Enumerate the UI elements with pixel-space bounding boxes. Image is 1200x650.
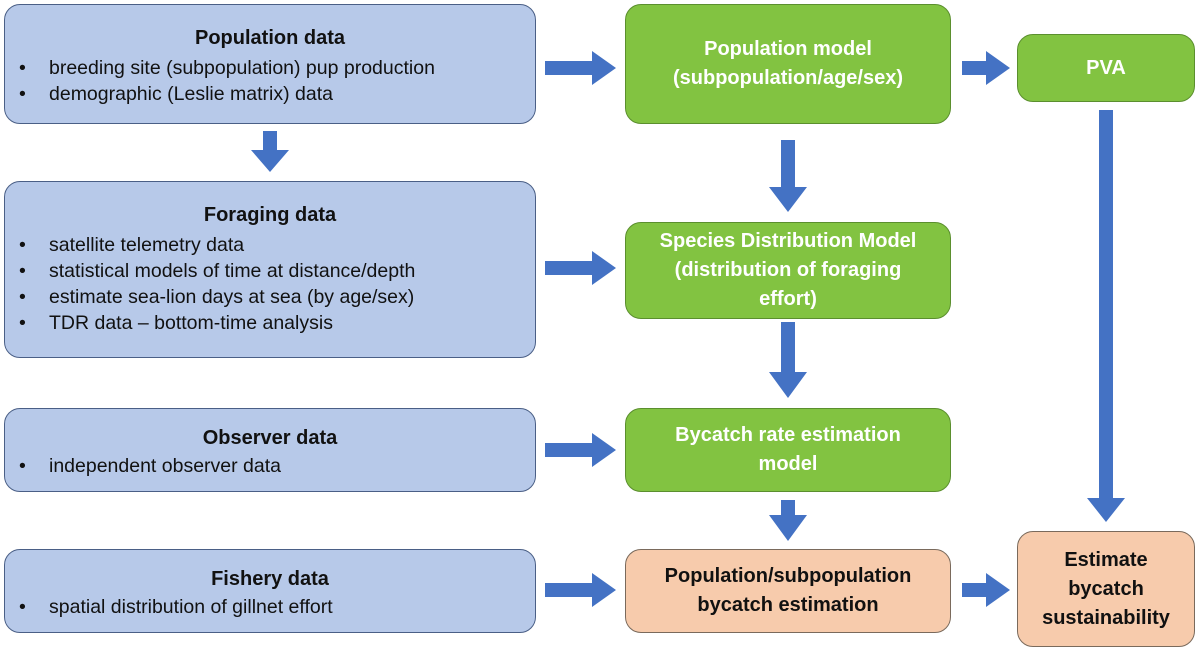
arrow-estimation-to-sustainability (962, 573, 1010, 607)
arrow-model-to-sdm (769, 140, 807, 212)
arrow-bycatch-rate-to-estimation (769, 500, 807, 541)
sdm-line2: (distribution of foraging (674, 259, 902, 281)
bycatch-rate-line1: Bycatch rate estimation (675, 424, 901, 446)
population-model-box: Population model (subpopulation/age/sex) (625, 4, 951, 124)
bycatch-rate-line2: model (758, 453, 818, 475)
list-item: breeding site (subpopulation) pup produc… (19, 55, 535, 81)
population-data-box: Population data breeding site (subpopula… (4, 4, 536, 124)
list-item: TDR data – bottom-time analysis (19, 310, 535, 336)
population-model-line2: (subpopulation/age/sex) (672, 67, 904, 89)
population-model-line1: Population model (704, 38, 872, 60)
list-item: spatial distribution of gillnet effort (19, 594, 535, 620)
list-item: satellite telemetry data (19, 232, 535, 258)
species-distribution-model-box: Species Distribution Model (distribution… (625, 222, 951, 319)
arrow-sdm-to-bycatch-rate (769, 322, 807, 398)
observer-data-box: Observer data independent observer data (4, 408, 536, 492)
arrow-fishery-to-estimation (545, 573, 616, 607)
arrow-population-to-model (545, 51, 616, 85)
bycatch-estimation-box: Population/subpopulation bycatch estimat… (625, 549, 951, 633)
list-item: estimate sea-lion days at sea (by age/se… (19, 284, 535, 310)
pva-box: PVA (1017, 34, 1195, 102)
sustainability-line2: bycatch (1068, 577, 1144, 600)
bycatch-estimation-line2: bycatch estimation (697, 594, 879, 616)
arrow-foraging-to-sdm (545, 251, 616, 285)
sustainability-box: Estimate bycatch sustainability (1017, 531, 1195, 647)
population-data-list: breeding site (subpopulation) pup produc… (5, 55, 535, 107)
foraging-data-title: Foraging data (203, 204, 337, 226)
observer-data-title: Observer data (202, 427, 338, 449)
fishery-data-list: spatial distribution of gillnet effort (5, 594, 535, 620)
arrow-observer-to-bycatch-rate (545, 433, 616, 467)
foraging-data-box: Foraging data satellite telemetry data s… (4, 181, 536, 358)
sustainability-line1: Estimate (1064, 548, 1148, 571)
population-data-title: Population data (195, 27, 345, 49)
bycatch-rate-model-box: Bycatch rate estimation model (625, 408, 951, 492)
arrow-population-to-foraging (251, 131, 289, 172)
pva-label: PVA (1086, 56, 1126, 79)
sustainability-line3: sustainability (1042, 606, 1170, 629)
arrow-model-to-pva (962, 51, 1010, 85)
sdm-line3: effort) (759, 288, 817, 310)
list-item: demographic (Leslie matrix) data (19, 81, 535, 107)
fishery-data-box: Fishery data spatial distribution of gil… (4, 549, 536, 633)
bycatch-estimation-line1: Population/subpopulation (664, 565, 912, 587)
arrow-pva-to-sustainability (1087, 110, 1125, 522)
observer-data-list: independent observer data (5, 453, 535, 479)
sdm-line1: Species Distribution Model (659, 230, 917, 252)
list-item: independent observer data (19, 453, 535, 479)
foraging-data-list: satellite telemetry data statistical mod… (5, 232, 535, 336)
list-item: statistical models of time at distance/d… (19, 258, 535, 284)
fishery-data-title: Fishery data (211, 568, 329, 590)
